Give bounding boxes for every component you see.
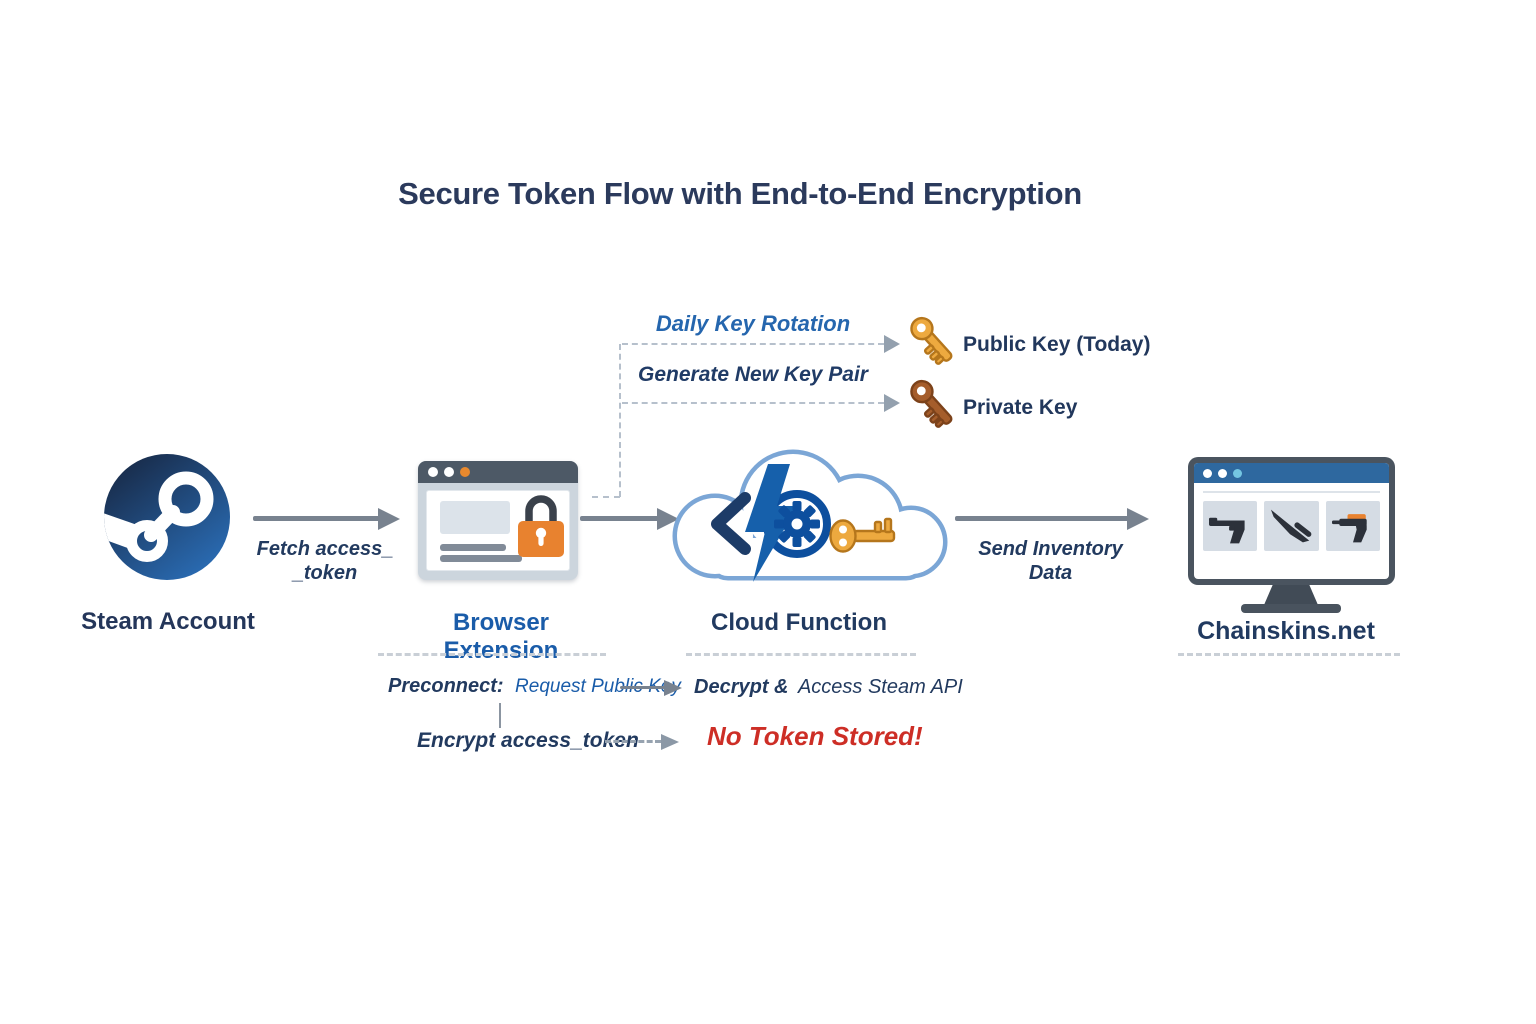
fetch-token-label: Fetch access_ _token [256, 538, 394, 584]
window-dot-icon [1218, 468, 1227, 478]
private-key-icon [910, 379, 953, 428]
access-steam-api-label: Access Steam API [797, 676, 963, 698]
content-placeholder-line [440, 555, 522, 562]
generate-key-dashed-line [622, 402, 884, 404]
window-dot-icon [428, 467, 438, 477]
preconnect-row: Preconnect: Request Public Key [388, 675, 681, 698]
content-placeholder-box [440, 501, 510, 534]
public-key-label: Public Key (Today) [963, 333, 1151, 356]
pistol-orange-icon [1331, 514, 1367, 543]
lightning-bolt-icon [745, 464, 798, 582]
divider-under-extension [378, 653, 606, 656]
preconnect-label: Preconnect: [388, 675, 504, 697]
window-dot-icon [460, 467, 470, 477]
skin-tile [1325, 501, 1380, 551]
extension-cloud-arrowhead-icon [657, 508, 679, 530]
browser-titlebar [418, 461, 578, 483]
monitor-browser-bar [1194, 463, 1389, 483]
window-dot-icon [1233, 468, 1242, 478]
monitor-stand-neck [1264, 585, 1318, 605]
decrypt-row: Decrypt & Access Steam API [694, 676, 963, 699]
skin-tile [1264, 501, 1319, 551]
classic-key-icon [829, 517, 896, 553]
send-inventory-label: Send Inventory Data [978, 538, 1123, 584]
monitor-screen [1194, 463, 1389, 579]
daily-rotation-dashed-line [622, 343, 884, 345]
browser-extension-label: Browser Extension [443, 609, 559, 664]
screen-divider-line [1203, 491, 1380, 493]
chainskins-label: Chainskins.net [1197, 617, 1375, 645]
divider-under-cloud [686, 653, 916, 656]
preconnect-encrypt-connector [499, 703, 501, 728]
send-inventory-arrowhead-icon [1127, 508, 1149, 530]
cloud-function-icon [672, 449, 948, 582]
cloud-function-label: Cloud Function [711, 609, 887, 636]
preconnect-arrowhead-icon [664, 680, 682, 696]
no-token-stored-label: No Token Stored! [707, 721, 923, 751]
public-key-icon [910, 316, 953, 365]
fetch-token-arrow-line [253, 516, 381, 521]
browser-window-icon [418, 461, 578, 580]
request-public-key-label: Request Public Key [515, 676, 681, 697]
rotation-connector-stub-dash [592, 496, 620, 498]
send-inventory-arrow-line [955, 516, 1130, 521]
monitor-stand-base [1241, 604, 1341, 613]
inventory-tiles [1194, 493, 1389, 551]
decrypt-label: Decrypt & [694, 676, 789, 698]
steam-account-label: Steam Account [81, 608, 255, 635]
window-dot-icon [1203, 468, 1212, 478]
extension-cloud-arrow-line [580, 516, 660, 521]
fetch-token-arrowhead-icon [378, 508, 400, 530]
encrypt-token-label: Encrypt access_token [417, 729, 639, 752]
daily-key-rotation-label: Daily Key Rotation [655, 311, 851, 336]
generate-key-pair-label: Generate New Key Pair [638, 363, 868, 386]
steam-logo-icon [104, 454, 230, 580]
divider-under-site [1178, 653, 1400, 656]
pistol-icon [1209, 517, 1245, 544]
window-dot-icon [444, 467, 454, 477]
encrypt-dashed-line [605, 740, 661, 743]
content-placeholder-line [440, 544, 506, 551]
preconnect-arrow-line [620, 686, 666, 689]
generate-key-arrowhead-icon [884, 394, 900, 412]
gear-icon [774, 501, 820, 547]
skin-tile [1203, 501, 1258, 551]
encrypt-arrowhead-icon [661, 734, 679, 750]
code-bracket-icon [711, 492, 751, 555]
page-title: Secure Token Flow with End-to-End Encryp… [398, 176, 1082, 211]
rotation-connector-vertical-dash [619, 344, 621, 497]
lock-icon [518, 495, 564, 557]
daily-rotation-arrowhead-icon [884, 335, 900, 353]
knife-icon [1271, 509, 1312, 543]
monitor-icon [1188, 457, 1395, 585]
private-key-label: Private Key [963, 396, 1078, 419]
